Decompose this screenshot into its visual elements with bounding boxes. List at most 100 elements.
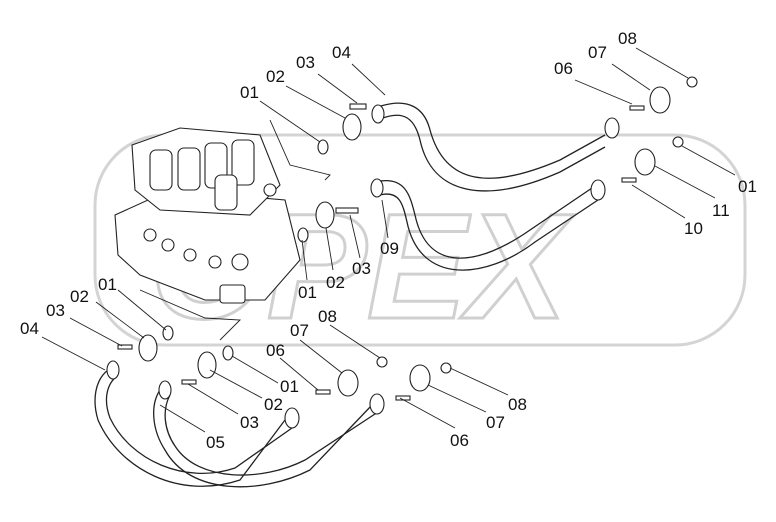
label-l16: 03	[46, 301, 65, 320]
hose-04-upper-inner	[377, 114, 606, 192]
leader-l17	[95, 301, 145, 339]
valve-spool-4	[231, 139, 255, 186]
label-l24: 03	[240, 413, 259, 432]
hose-05-outer	[153, 389, 373, 488]
leader-l19	[299, 339, 343, 374]
hose-04-upper-end-b	[604, 117, 620, 139]
flange-lower-right-b	[409, 364, 431, 392]
label-l26: 08	[508, 395, 527, 414]
label-l18: 01	[98, 275, 117, 294]
label-l27: 07	[486, 413, 505, 432]
flange-lower-right-a	[337, 369, 359, 397]
leader-l3	[317, 73, 358, 104]
flange-lower-left	[138, 334, 158, 362]
watermark-frame	[93, 133, 747, 347]
leader-l6	[611, 63, 651, 91]
o-ring-right	[672, 136, 684, 148]
label-l21: 06	[266, 341, 285, 360]
valve-port-5	[231, 253, 249, 271]
valve-spool-5	[214, 174, 238, 211]
leader-l7	[635, 47, 689, 79]
leader-l16	[69, 317, 123, 347]
hose-09-outer	[374, 179, 593, 259]
flange-right	[634, 148, 656, 176]
bolt-lower-left	[117, 344, 133, 350]
hose-05-end-b	[369, 393, 385, 415]
hose-04-lower-end-b	[284, 407, 300, 429]
o-ring-lower-right-a	[376, 356, 388, 368]
flange-middle	[315, 201, 335, 229]
label-l13: 02	[326, 273, 345, 292]
label-l3: 03	[296, 53, 315, 72]
leader-l25	[159, 404, 206, 433]
label-l9: 11	[712, 201, 730, 220]
leader-l13	[325, 227, 334, 271]
o-ring-lower-right-b	[440, 362, 452, 374]
label-l14: 01	[298, 283, 317, 302]
hose-09-inner	[379, 193, 599, 271]
hose-04-lower	[94, 360, 300, 487]
label-l22: 01	[280, 377, 299, 396]
leader-l5	[574, 79, 633, 105]
fittings	[117, 76, 698, 401]
leader-l9	[654, 165, 716, 199]
label-l5: 06	[554, 59, 573, 78]
leader-l8	[681, 145, 736, 176]
o-ring-lower-middle	[222, 345, 234, 361]
valve-port-1	[143, 228, 157, 242]
label-l4: 04	[332, 43, 351, 62]
label-l17: 02	[70, 287, 89, 306]
leader-l10	[631, 184, 686, 219]
flange-upper	[342, 113, 362, 141]
valve-reference-line-2	[139, 289, 242, 341]
bolt-lower-right-a	[315, 389, 331, 395]
flange-top-right	[649, 86, 671, 114]
label-l7: 08	[618, 29, 637, 48]
label-l10: 10	[684, 219, 703, 238]
hose-09-end-b	[590, 179, 606, 201]
o-ring-top-right	[686, 76, 698, 88]
bolt-middle	[335, 207, 359, 214]
label-l28: 06	[450, 431, 469, 450]
label-l12: 03	[352, 259, 371, 278]
leader-l23	[209, 369, 263, 399]
control-valve-block	[114, 119, 331, 341]
leader-l24	[187, 383, 239, 415]
leader-l11	[381, 199, 389, 239]
valve-port-4	[208, 255, 222, 269]
o-ring-upper	[317, 139, 329, 155]
leader-l20	[329, 324, 381, 359]
leader-l28	[399, 397, 456, 429]
leader-l21	[279, 357, 319, 391]
part-labels: 01 02 03 04 06 07 08 01 11 10 09 03 02 0…	[20, 29, 757, 452]
label-l1: 01	[240, 83, 259, 102]
label-l15: 04	[20, 319, 39, 338]
hose-04-lower-outer	[94, 369, 286, 487]
flange-lower-middle	[197, 351, 217, 379]
valve-reference-line-1	[269, 119, 331, 181]
leader-l27	[427, 384, 487, 413]
bolt-right	[621, 177, 637, 183]
bolt-upper	[349, 103, 367, 110]
hose-09	[370, 178, 606, 271]
valve-port-2	[161, 238, 175, 252]
leader-l2	[285, 85, 346, 119]
hose-04-upper	[371, 102, 620, 192]
label-l19: 07	[290, 321, 309, 340]
leader-l4	[351, 63, 386, 96]
hose-05-inner	[164, 394, 379, 476]
leader-l1	[259, 100, 321, 143]
bolt-top-right	[629, 105, 645, 111]
hose-04-upper-end-a	[371, 104, 385, 124]
valve-spool-2	[177, 147, 201, 191]
label-l23: 02	[264, 395, 283, 414]
label-l6: 07	[588, 43, 607, 62]
hose-04-lower-inner	[105, 374, 293, 475]
o-ring-middle	[297, 227, 309, 243]
leader-l14	[301, 239, 308, 281]
leader-l12	[349, 214, 361, 259]
label-l8: 01	[738, 177, 757, 196]
o-ring-lower-left	[162, 325, 174, 341]
